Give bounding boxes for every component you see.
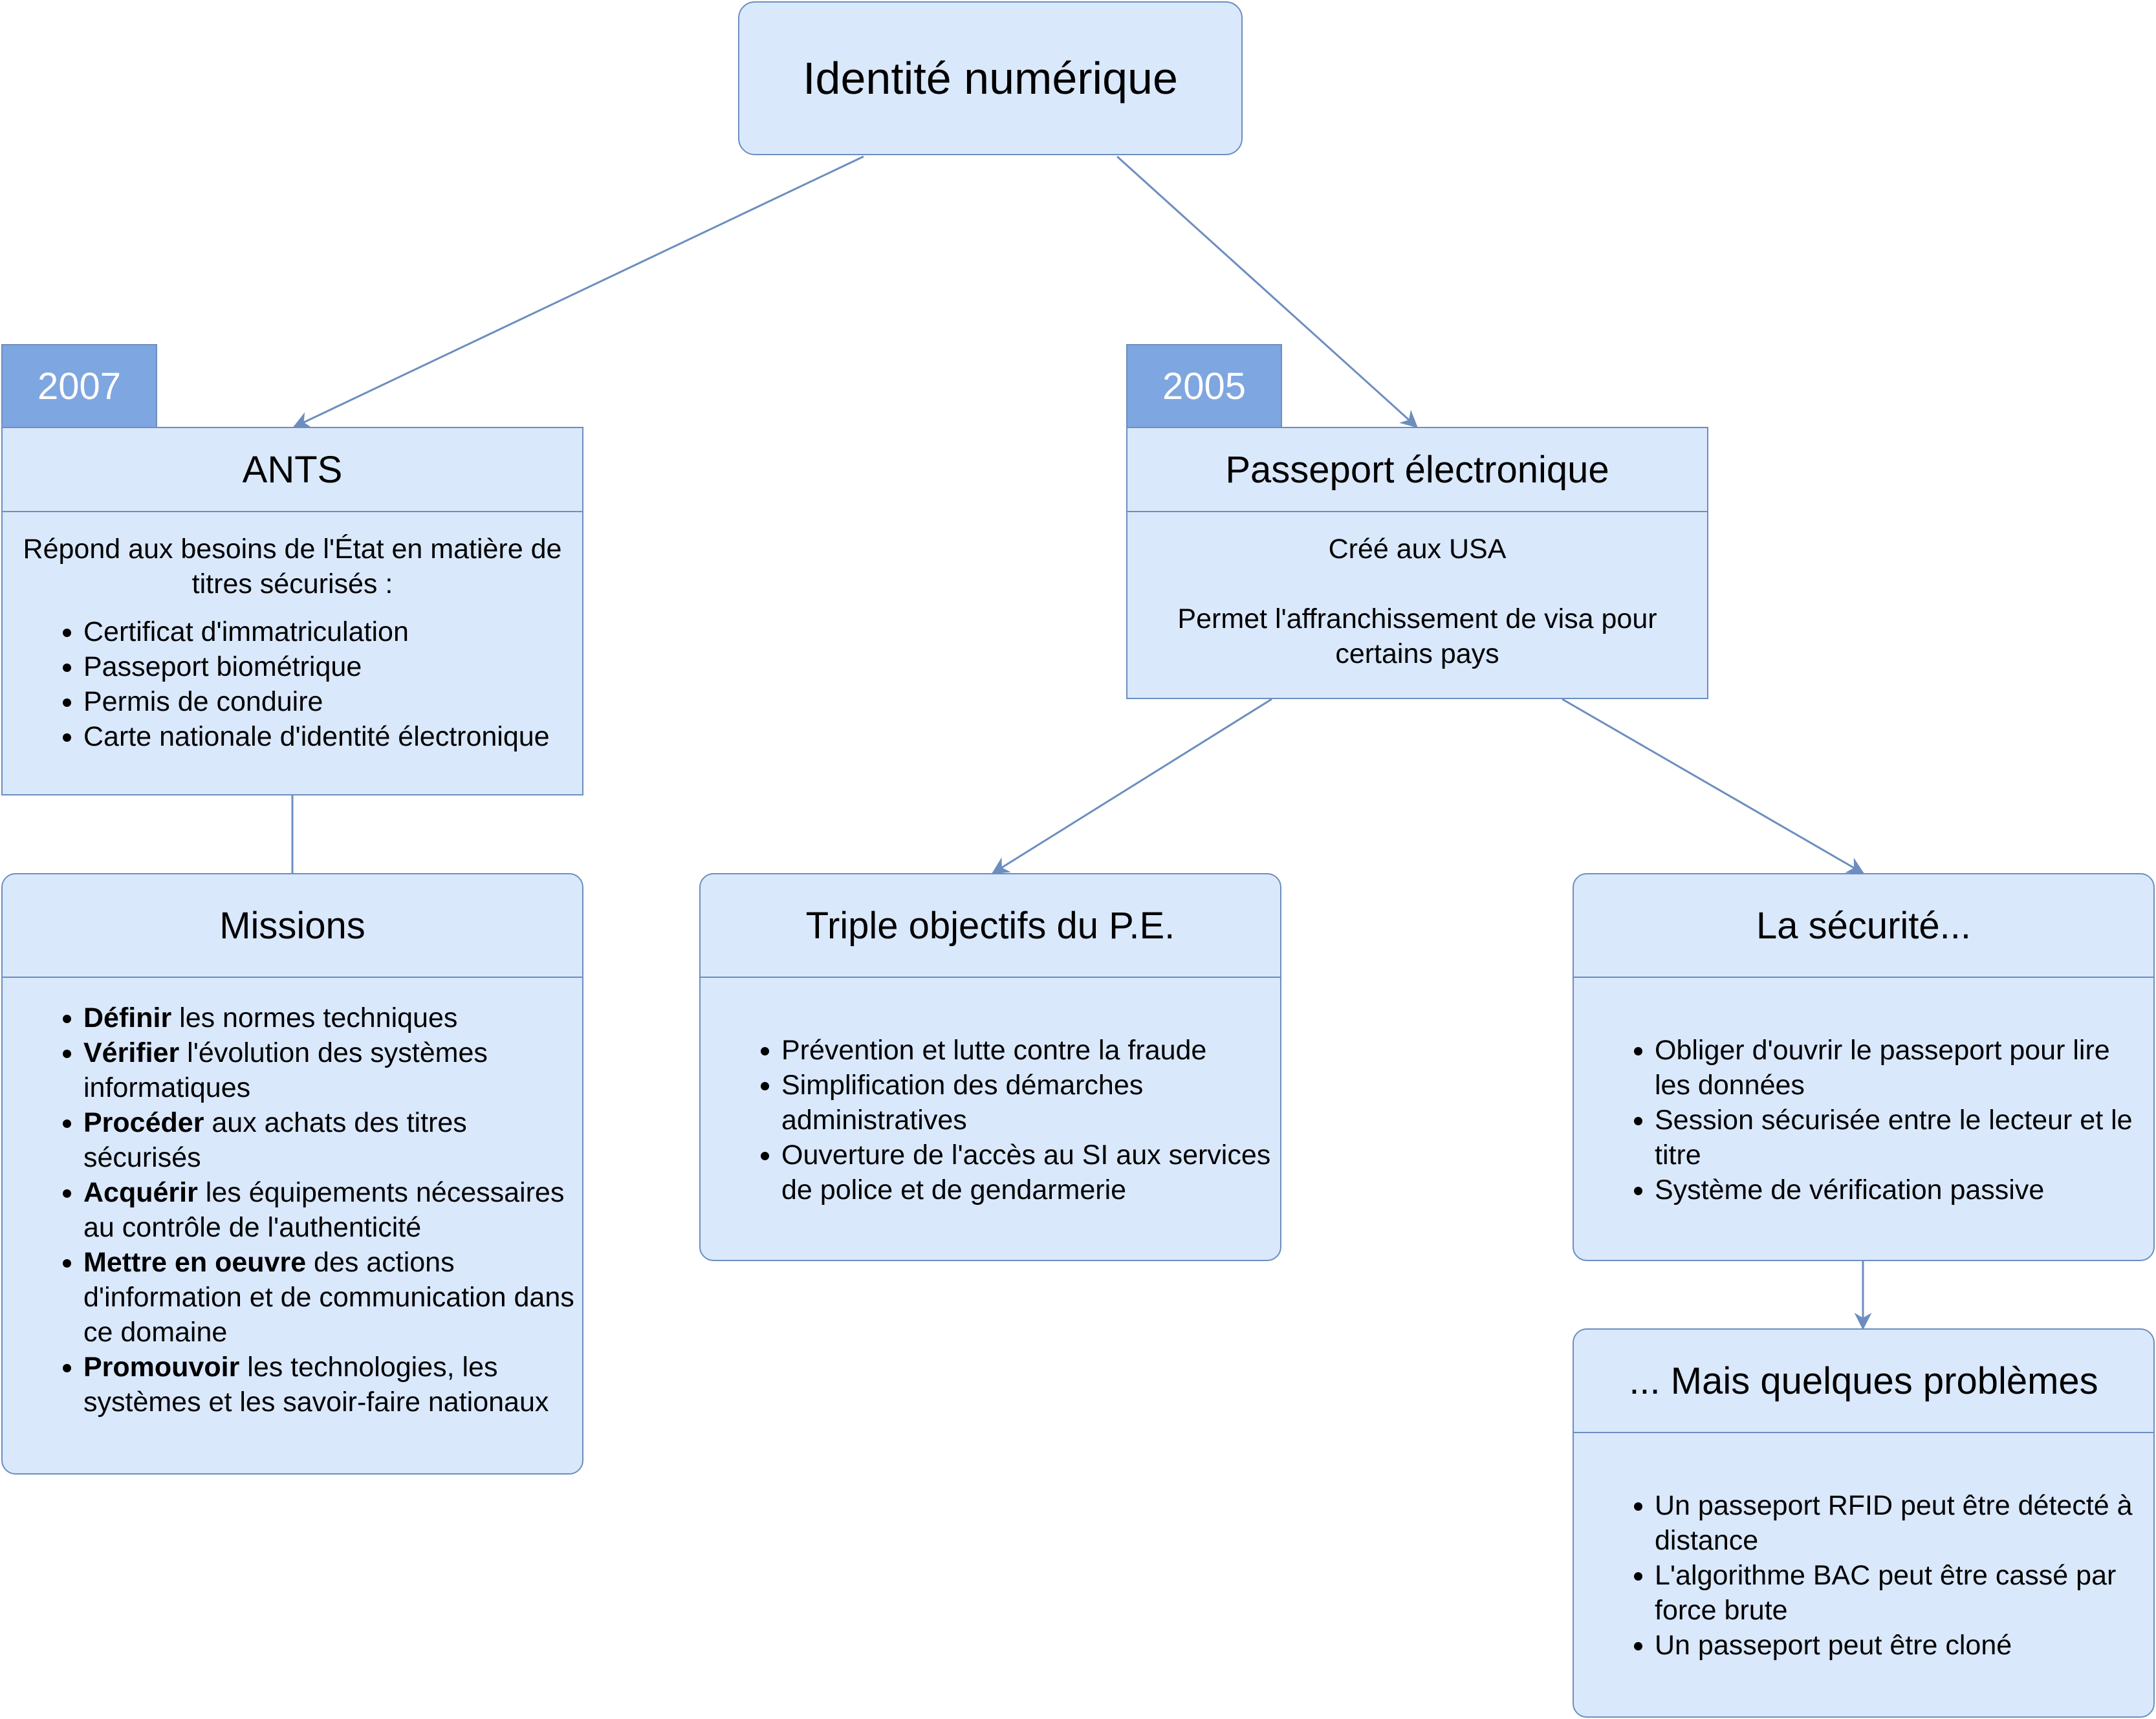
ants-title: ANTS	[3, 428, 582, 512]
ants-card: ANTS Répond aux besoins de l'État en mat…	[1, 427, 583, 795]
ants-body: Répond aux besoins de l'État en matière …	[3, 512, 582, 754]
list-item: Vérifier l'évolution des systèmes inform…	[83, 1035, 577, 1105]
problemes-list: Un passeport RFID peut être détecté à di…	[1574, 1488, 2151, 1663]
list-item: Passeport biométrique	[83, 649, 577, 684]
passeport-year-tab: 2005	[1126, 344, 1282, 428]
missions-list: Définir les normes techniques Vérifier l…	[3, 1000, 577, 1420]
ants-year-tab: 2007	[1, 344, 157, 428]
problemes-card: ... Mais quelques problèmes Un passeport…	[1573, 1328, 2155, 1718]
list-item: Ouverture de l'accès au SI aux services …	[781, 1138, 1275, 1207]
list-item: Permis de conduire	[83, 684, 577, 719]
passeport-line1: Créé aux USA	[1328, 534, 1507, 565]
list-item: L'algorithme BAC peut être cassé par for…	[1655, 1558, 2151, 1628]
list-item: Acquérir les équipements nécessaires au …	[83, 1175, 577, 1245]
securite-list: Obliger d'ouvrir le passeport pour lire …	[1574, 1033, 2151, 1207]
ants-list: Certificat d'immatriculation Passeport b…	[8, 614, 577, 754]
securite-card: La sécurité... Obliger d'ouvrir le passe…	[1573, 873, 2155, 1261]
passeport-card: Passeport électronique Créé aux USA Perm…	[1126, 427, 1708, 699]
list-item: Promouvoir les technologies, les système…	[83, 1350, 577, 1420]
securite-body: Obliger d'ouvrir le passeport pour lire …	[1574, 978, 2153, 1207]
edge-root-to-passeport	[1116, 155, 1419, 428]
ants-intro: Répond aux besoins de l'État en matière …	[23, 534, 562, 600]
missions-title: Missions	[3, 874, 582, 978]
list-item: Prévention et lutte contre la fraude	[781, 1033, 1275, 1068]
list-item: Simplification des démarches administrat…	[781, 1068, 1275, 1138]
objectifs-card: Triple objectifs du P.E. Prévention et l…	[699, 873, 1281, 1261]
list-item: Obliger d'ouvrir le passeport pour lire …	[1655, 1033, 2151, 1103]
objectifs-title: Triple objectifs du P.E.	[701, 874, 1280, 978]
problemes-body: Un passeport RFID peut être détecté à di…	[1574, 1433, 2153, 1663]
ants-year: 2007	[37, 365, 122, 407]
list-item: Procéder aux achats des titres sécurisés	[83, 1105, 577, 1175]
list-item: Définir les normes techniques	[83, 1000, 577, 1035]
list-item: Certificat d'immatriculation	[83, 614, 577, 649]
objectifs-list: Prévention et lutte contre la fraude Sim…	[701, 1033, 1275, 1207]
root-label: Identité numérique	[803, 53, 1178, 103]
edge-passeport-to-objectifs	[991, 698, 1272, 874]
problemes-title: ... Mais quelques problèmes	[1574, 1330, 2153, 1433]
missions-card: Missions Définir les normes techniques V…	[1, 873, 583, 1475]
root-node: Identité numérique	[738, 1, 1243, 155]
edge-passeport-to-securite	[1562, 698, 1865, 874]
passeport-body: Créé aux USA Permet l'affranchissement d…	[1127, 512, 1707, 671]
list-item: Mettre en oeuvre des actions d'informati…	[83, 1245, 577, 1350]
list-item: Carte nationale d'identité électronique	[83, 719, 577, 754]
passeport-year: 2005	[1162, 365, 1247, 407]
objectifs-body: Prévention et lutte contre la fraude Sim…	[701, 978, 1280, 1207]
passeport-line2: Permet l'affranchissement de visa pour c…	[1177, 603, 1657, 669]
list-item: Système de vérification passive	[1655, 1173, 2151, 1207]
edge-root-to-ants	[292, 155, 864, 428]
passeport-title: Passeport électronique	[1127, 428, 1707, 512]
list-item: Session sécurisée entre le lecteur et le…	[1655, 1103, 2151, 1173]
list-item: Un passeport RFID peut être détecté à di…	[1655, 1488, 2151, 1558]
list-item: Un passeport peut être cloné	[1655, 1628, 2151, 1663]
missions-body: Définir les normes techniques Vérifier l…	[3, 978, 582, 1420]
securite-title: La sécurité...	[1574, 874, 2153, 978]
